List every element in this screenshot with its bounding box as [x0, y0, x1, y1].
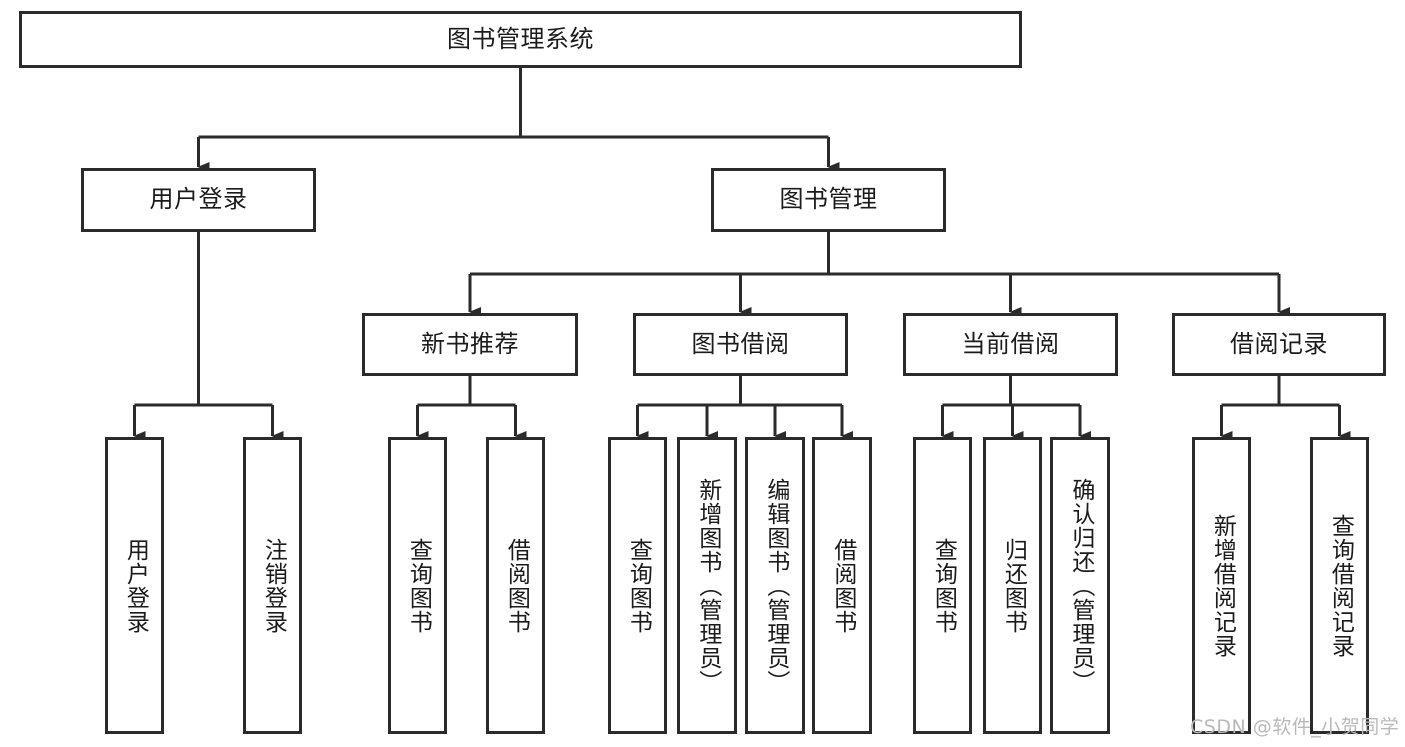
node-label: 图书借阅	[691, 329, 790, 358]
node-n-book-manage[interactable]: 图书管理	[711, 168, 946, 232]
node-l-query-book-1[interactable]: 查询图书	[388, 437, 447, 734]
node-n-borrow-record[interactable]: 借阅记录	[1172, 313, 1386, 376]
node-l-add-book[interactable]: 新增图书（管理员）	[677, 437, 737, 734]
node-label: 用户登录	[122, 537, 149, 634]
node-l-edit-book[interactable]: 编辑图书（管理员）	[745, 437, 805, 734]
node-l-query-book-3[interactable]: 查询图书	[913, 437, 972, 734]
node-label: 图书管理	[779, 185, 878, 214]
node-label: 借阅记录	[1230, 329, 1328, 358]
node-l-borrow-book-1[interactable]: 借阅图书	[486, 437, 545, 734]
node-n-new-book-rec[interactable]: 新书推荐	[362, 313, 578, 376]
node-label: 查询图书	[930, 537, 957, 634]
node-label: 新书推荐	[421, 329, 519, 358]
watermark-label: CSDN @软件_小贺同学	[1190, 716, 1400, 738]
node-label: 查询图书	[405, 537, 432, 634]
node-label: 当前借阅	[961, 329, 1060, 358]
node-label: 查询图书	[625, 537, 652, 634]
node-label: 归还图书	[1000, 537, 1027, 634]
node-l-logout[interactable]: 注销登录	[243, 437, 302, 734]
node-label: 新增借阅记录	[1209, 513, 1236, 658]
node-l-user-login[interactable]: 用户登录	[105, 437, 164, 734]
node-label: 编辑图书（管理员）	[762, 477, 789, 694]
node-l-query-book-2[interactable]: 查询图书	[608, 437, 667, 734]
node-root[interactable]: 图书管理系统	[19, 11, 1022, 68]
node-l-query-record[interactable]: 查询借阅记录	[1310, 437, 1369, 734]
node-label: 新增图书（管理员）	[694, 477, 721, 694]
node-label: 图书管理系统	[447, 24, 594, 53]
node-label: 查询借阅记录	[1327, 513, 1354, 658]
node-label: 借阅图书	[503, 537, 530, 634]
node-n-book-borrow[interactable]: 图书借阅	[633, 313, 848, 376]
node-label: 确认归还（管理员）	[1067, 477, 1094, 694]
node-label: 注销登录	[260, 537, 287, 634]
node-l-confirm-return[interactable]: 确认归还（管理员）	[1050, 437, 1110, 734]
node-label: 用户登录	[149, 185, 248, 214]
node-label: 借阅图书	[829, 537, 856, 634]
node-l-add-record[interactable]: 新增借阅记录	[1192, 437, 1251, 734]
node-n-user-login[interactable]: 用户登录	[81, 168, 316, 232]
node-l-return-book[interactable]: 归还图书	[983, 437, 1042, 734]
edge-group	[133, 68, 1351, 441]
node-n-current-borrow[interactable]: 当前借阅	[903, 313, 1118, 376]
node-l-borrow-book-2[interactable]: 借阅图书	[812, 437, 872, 734]
